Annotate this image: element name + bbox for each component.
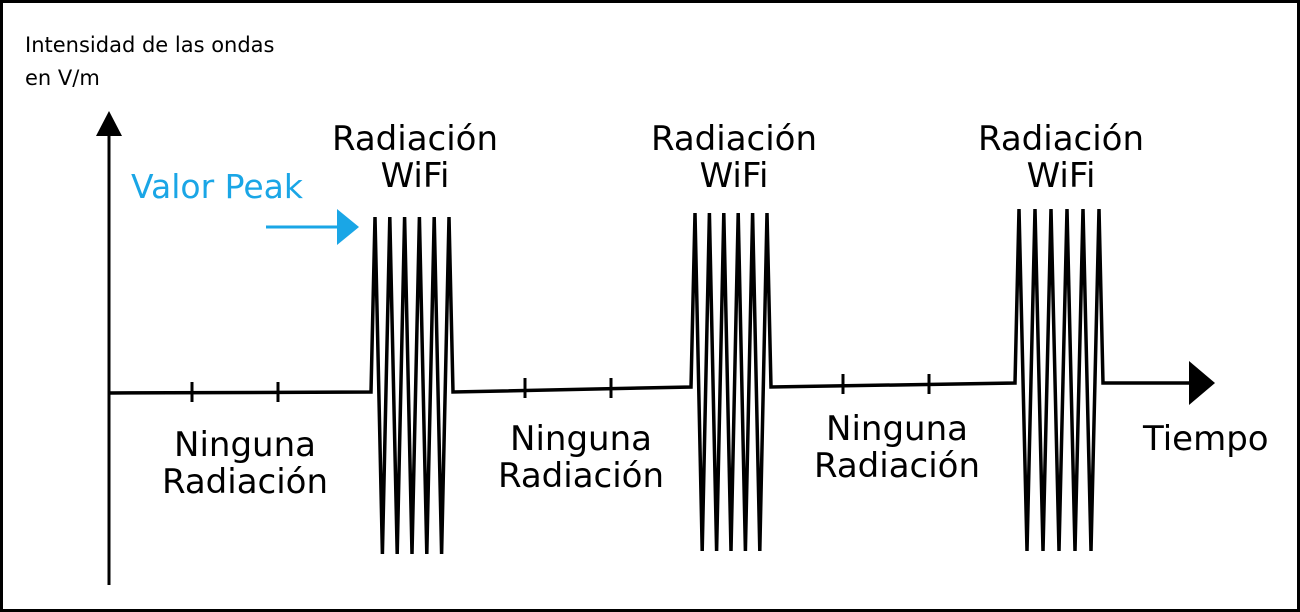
label-line1: Radiación	[331, 119, 499, 159]
label-line2: WiFi	[380, 156, 450, 197]
peak-label: Valor Peak	[131, 167, 304, 206]
label-line1: Ninguna	[174, 425, 316, 465]
y-axis-label-line1: Intensidad de las ondas	[25, 33, 275, 57]
peak-arrowhead	[337, 209, 359, 245]
wifi-label-1: Radiación WiFi	[320, 119, 510, 197]
x-axis-arrowhead	[1189, 361, 1215, 405]
signal-line	[108, 208, 1193, 555]
no-radiation-label-3: Ninguna Radiación	[797, 409, 997, 487]
wifi-label-2: Radiación WiFi	[639, 119, 829, 197]
y-axis-label-line2: en V/m	[25, 65, 100, 90]
label-line2: Radiación	[161, 462, 329, 503]
label-line2: Radiación	[813, 446, 981, 487]
wifi-label-3: Radiación WiFi	[966, 119, 1156, 197]
no-radiation-label-1: Ninguna Radiación	[145, 425, 345, 503]
diagram-canvas	[96, 111, 1215, 585]
peak-arrow	[266, 209, 359, 245]
y-axis-arrowhead	[96, 111, 122, 136]
x-axis-label: Tiempo	[1143, 419, 1269, 459]
y-axis-label: Intensidad de las ondas en V/m	[25, 29, 275, 94]
axes	[96, 111, 122, 585]
waveform	[108, 208, 1215, 555]
label-line2: WiFi	[1026, 156, 1096, 197]
label-line1: Ninguna	[510, 419, 652, 459]
label-line1: Radiación	[650, 119, 818, 159]
no-radiation-label-2: Ninguna Radiación	[481, 419, 681, 497]
label-line2: WiFi	[699, 156, 769, 197]
label-line2: Radiación	[497, 456, 665, 497]
label-line1: Radiación	[977, 119, 1145, 159]
label-line1: Ninguna	[826, 409, 968, 449]
